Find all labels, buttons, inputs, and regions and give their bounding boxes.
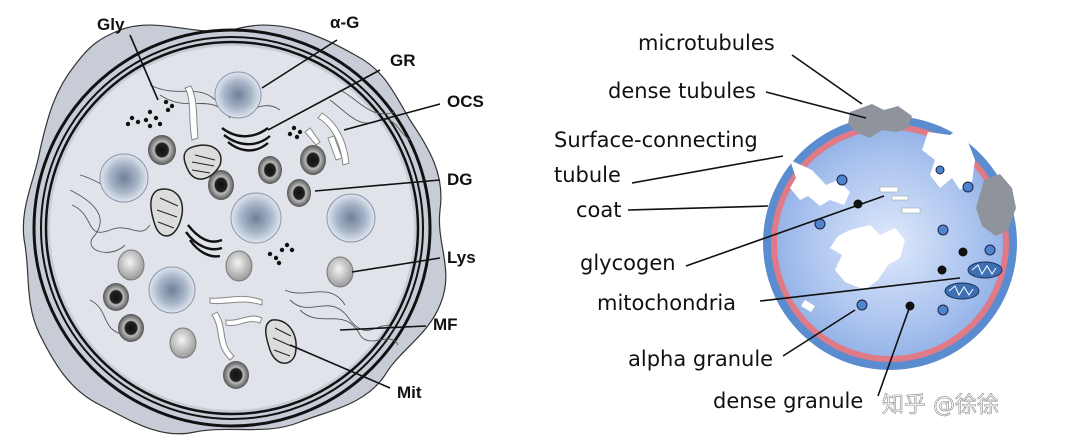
label-dg: DG xyxy=(447,170,473,189)
left-labels: Gly α-G GR OCS DG Lys MF Mit xyxy=(97,13,484,402)
label-mit: Mit xyxy=(397,383,422,402)
right-labels: microtubules dense tubules Surface-conne… xyxy=(554,31,961,413)
left-platelet xyxy=(22,24,447,435)
label-glycogen: glycogen xyxy=(580,251,676,275)
glycogen-particles xyxy=(125,99,303,266)
label-surface-connecting: Surface-connecting xyxy=(554,128,758,152)
label-dense-tubules: dense tubules xyxy=(608,79,756,103)
right-open-canalicular xyxy=(776,100,990,290)
label-gly: Gly xyxy=(97,15,125,34)
right-dense-tubules xyxy=(848,104,1016,236)
open-canalicular-system xyxy=(184,85,350,361)
right-glycogen xyxy=(879,186,921,214)
label-ocs: OCS xyxy=(447,92,484,111)
mitochondria xyxy=(150,144,297,364)
golgi-stacks xyxy=(185,127,271,258)
label-surface-connecting-tubule: tubule xyxy=(554,163,621,187)
label-mitochondria: mitochondria xyxy=(597,291,736,315)
label-microtubules: microtubules xyxy=(638,31,775,55)
right-platelet xyxy=(763,98,1017,370)
label-lys: Lys xyxy=(447,248,476,267)
label-alpha-g: α-G xyxy=(330,13,359,32)
label-coat: coat xyxy=(576,198,622,222)
label-dense-granule: dense granule xyxy=(713,389,863,413)
right-mitochondria xyxy=(944,261,1003,300)
watermark: 知乎 @徐徐 xyxy=(882,393,999,418)
label-alpha-granule: alpha granule xyxy=(628,347,773,371)
label-gr: GR xyxy=(390,51,416,70)
alpha-granules xyxy=(99,71,376,314)
dense-granules xyxy=(103,135,326,389)
lysosomes xyxy=(117,249,354,359)
label-mf: MF xyxy=(433,315,458,334)
